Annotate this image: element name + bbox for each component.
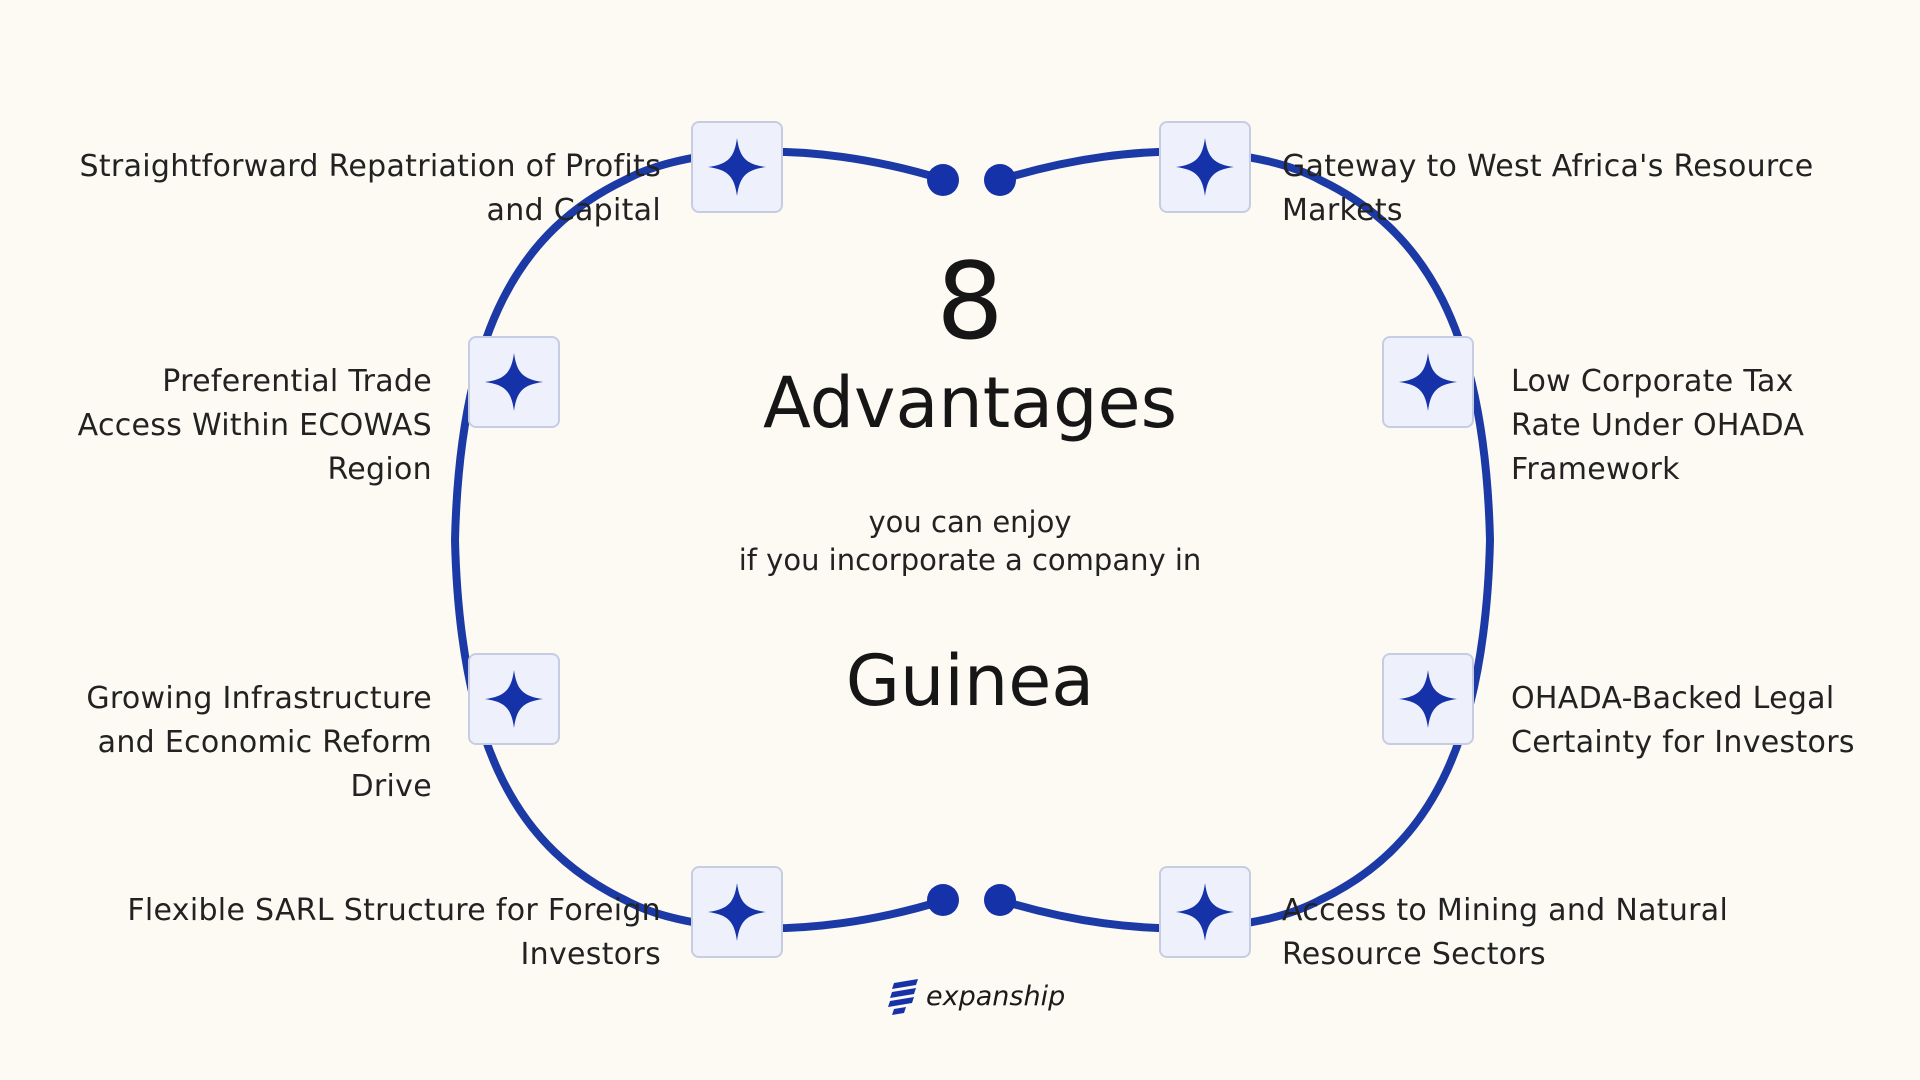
advantage-7-label: Flexible SARL Structure for Foreign Inve…	[127, 889, 661, 977]
node-2	[1159, 121, 1251, 213]
ring-endpoint-bottom-left	[927, 884, 959, 916]
advantage-count: 8	[936, 240, 1004, 363]
advantage-2-line-2: Markets	[1282, 193, 1403, 228]
advantage-6-line-1: OHADA-Backed Legal	[1511, 681, 1835, 716]
advantage-1-line-1: Straightforward Repatriation of Profits	[79, 149, 661, 184]
advantage-4-line-2: Rate Under OHADA	[1511, 408, 1805, 443]
country-name: Guinea	[845, 640, 1095, 722]
advantage-6-line-2: Certainty for Investors	[1511, 725, 1855, 760]
advantage-4-line-1: Low Corporate Tax	[1511, 364, 1794, 399]
brand-logo: expanship	[888, 976, 1065, 1016]
advantage-5-line-2: and Economic Reform	[97, 725, 432, 760]
subline-2: if you incorporate a company in	[738, 543, 1202, 577]
ring-endpoint-bottom-right	[984, 884, 1016, 916]
advantage-2-label: Gateway to West Africa's Resource Market…	[1282, 145, 1813, 233]
advantage-8-line-1: Access to Mining and Natural	[1282, 893, 1729, 928]
node-3	[468, 336, 560, 428]
brand-name: expanship	[926, 980, 1066, 1012]
ring-arc-left	[450, 147, 949, 933]
advantage-2-line-1: Gateway to West Africa's Resource	[1282, 149, 1814, 184]
advantage-5-label: Growing Infrastructure and Economic Refo…	[86, 677, 432, 809]
advantage-4-line-3: Framework	[1511, 452, 1680, 487]
four-point-star-icon	[707, 882, 767, 942]
advantage-4-label: Low Corporate Tax Rate Under OHADA Frame…	[1511, 360, 1804, 492]
node-7	[691, 866, 783, 958]
node-4	[1382, 336, 1474, 428]
advantage-7-line-1: Flexible SARL Structure for Foreign	[127, 893, 661, 928]
advantage-3-line-3: Region	[327, 452, 432, 487]
advantage-6-label: OHADA-Backed Legal Certainty for Investo…	[1511, 677, 1855, 765]
headline: Advantages	[762, 362, 1178, 444]
expanship-logo-icon	[888, 977, 922, 1015]
advantage-3-label: Preferential Trade Access Within ECOWAS …	[78, 360, 432, 492]
advantage-3-line-2: Access Within ECOWAS	[77, 408, 432, 443]
advantage-8-line-2: Resource Sectors	[1282, 937, 1546, 972]
advantage-5-line-1: Growing Infrastructure	[86, 681, 432, 716]
ring-endpoint-top-left	[927, 164, 959, 196]
node-8	[1159, 866, 1251, 958]
four-point-star-icon	[484, 352, 544, 412]
node-5	[468, 653, 560, 745]
subline-1: you can enjoy	[868, 505, 1072, 539]
node-1	[691, 121, 783, 213]
four-point-star-icon	[1175, 137, 1235, 197]
advantage-1-label: Straightforward Repatriation of Profits …	[80, 145, 661, 233]
node-6	[1382, 653, 1474, 745]
advantage-5-line-3: Drive	[350, 769, 432, 804]
ring-arc-right	[996, 147, 1495, 933]
four-point-star-icon	[484, 669, 544, 729]
ring-endpoint-top-right	[984, 164, 1016, 196]
advantage-1-line-2: and Capital	[486, 193, 661, 228]
four-point-star-icon	[1398, 352, 1458, 412]
four-point-star-icon	[1398, 669, 1458, 729]
four-point-star-icon	[1175, 882, 1235, 942]
advantage-3-line-1: Preferential Trade	[162, 364, 432, 399]
advantage-7-line-2: Investors	[520, 937, 661, 972]
advantage-8-label: Access to Mining and Natural Resource Se…	[1282, 889, 1728, 977]
four-point-star-icon	[707, 137, 767, 197]
